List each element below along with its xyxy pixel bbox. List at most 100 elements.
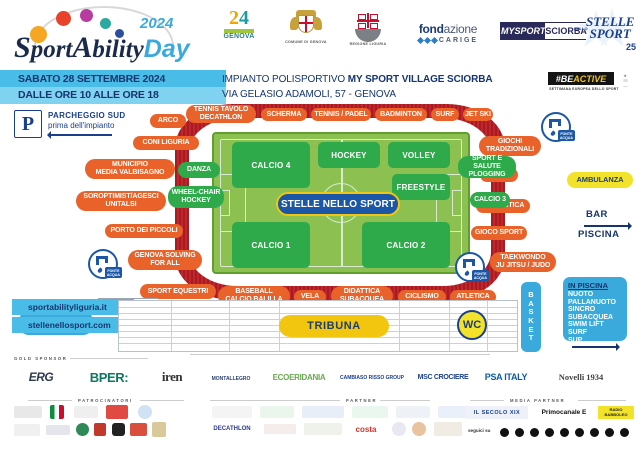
instagram-icon[interactable] bbox=[514, 428, 524, 437]
genova24-bar bbox=[224, 29, 254, 33]
pill-jet-ski[interactable]: JET SKI bbox=[463, 108, 493, 121]
stelle-nello-sport-badge: STELLE NELLO SPORT bbox=[276, 192, 400, 216]
logo-dot-magenta bbox=[80, 9, 93, 22]
logo-mysport-sciorba: MYSPORT SCIORBA bbox=[500, 22, 587, 46]
wc-marker[interactable]: WC bbox=[457, 310, 487, 340]
pill-soroptimist-agesci-unitalsi[interactable]: SOROPTIMIST/AGESCI UNITALSI bbox=[76, 191, 166, 211]
pitch-calcio-4[interactable]: CALCIO 4 bbox=[232, 142, 310, 188]
piscina-item: SINCRO bbox=[568, 306, 596, 314]
gold-sponsor-label: GOLD SPONSOR bbox=[14, 356, 68, 361]
pill-sport-equestri[interactable]: SPORT EQUESTRI bbox=[140, 284, 216, 299]
pitch-calcio-2[interactable]: CALCIO 2 bbox=[362, 222, 450, 268]
pill-wheel-chair-hockey[interactable]: WHEEL-CHAIR HOCKEY bbox=[168, 186, 224, 208]
patrocinatori-label: PATROCINATORI bbox=[78, 398, 133, 403]
venue-line: IMPIANTO POLISPORTIVO MY SPORT VILLAGE S… bbox=[222, 74, 493, 85]
patrocinatore-logo bbox=[74, 406, 98, 418]
partner-costa: costa bbox=[355, 424, 377, 434]
sponsor-cambiaso-risso: CAMBIASO RISSO GROUP bbox=[340, 375, 404, 381]
carige-diamond-icon bbox=[416, 36, 424, 45]
piscina-item: NUOTO bbox=[568, 291, 594, 298]
pitch-freestyle[interactable]: FREESTYLE bbox=[392, 174, 450, 200]
pill-genova-solving-for-all[interactable]: GENOVA SOLVING FOR ALL bbox=[128, 250, 202, 270]
logo-dot-teal bbox=[100, 18, 111, 29]
pill-ambulanza[interactable]: AMBULANZA bbox=[567, 172, 633, 188]
tribuna-label[interactable]: TRIBUNA bbox=[279, 315, 389, 337]
nav-arrow-icon bbox=[584, 221, 632, 230]
piscina-item: SUBACQUEA bbox=[568, 313, 614, 321]
patrocinatore-logo bbox=[94, 423, 106, 436]
parking-arrow-icon bbox=[47, 130, 112, 139]
sponsor-psa-italy: PSA ITALY bbox=[484, 372, 528, 382]
event-hours: DALLE ORE 10 ALLE ORE 18 bbox=[18, 89, 159, 101]
piscina-item: SURF bbox=[568, 328, 588, 336]
pill-taekwondo-jujitsu-judo[interactable]: TAEKWONDO JU JITSU / JUDO bbox=[490, 252, 556, 272]
field-goal-box-left bbox=[220, 190, 230, 216]
partner-logo bbox=[352, 406, 388, 418]
pill-badminton[interactable]: BADMINTON bbox=[375, 108, 427, 121]
partner-logo bbox=[396, 406, 430, 418]
piscina-item: PALLANUOTO bbox=[568, 298, 616, 306]
sponsor-novelli: Novelli 1934 bbox=[558, 372, 604, 382]
pitch-volley[interactable]: VOLLEY bbox=[388, 142, 450, 168]
patrocinatore-logo bbox=[14, 406, 42, 418]
partner-logo bbox=[434, 422, 462, 436]
partner-logo bbox=[264, 424, 296, 434]
info-band-bottom bbox=[0, 87, 226, 104]
sportability-day-logo: SportAbilityDay 2024 bbox=[8, 4, 198, 64]
logo-dot-red bbox=[56, 11, 71, 26]
partner-logo bbox=[392, 422, 406, 436]
pill-calcio-3[interactable]: CALCIO 3 bbox=[470, 192, 510, 208]
youtube-icon[interactable] bbox=[574, 428, 584, 437]
follow-label: seguici su bbox=[468, 428, 491, 433]
beactive-logo: #BEACTIVE SETTIMANA EUROPEA DELLO SPORT … bbox=[548, 72, 628, 91]
partner-label: PARTNER bbox=[346, 398, 378, 403]
media-partner-radio-babboleo: RADIO BABBOLEO bbox=[598, 406, 634, 419]
field-goal-box-right bbox=[452, 190, 462, 216]
pill-gioco-sport[interactable]: GIOCO SPORT bbox=[471, 226, 527, 240]
pill-tennis-padel[interactable]: TENNIS / PADEL bbox=[311, 108, 371, 121]
website-stellenellosport[interactable]: stellenellosport.com bbox=[12, 317, 134, 333]
pill-coni-liguria[interactable]: CONI LIGURIA bbox=[133, 136, 199, 150]
sponsor-footer: GOLD SPONSOR ERG BPER: iren MONTALLEGRO … bbox=[0, 352, 640, 452]
media-partner-secolo: IL SECOLO XIX bbox=[466, 406, 528, 419]
sponsor-ecoeridania: ECOERIDANIA bbox=[272, 372, 326, 382]
eu-flag-icon: ★≡≡— bbox=[623, 73, 628, 88]
whatsapp-icon[interactable] bbox=[619, 428, 629, 437]
pitch-calcio-1[interactable]: CALCIO 1 bbox=[232, 222, 310, 268]
facebook-icon[interactable] bbox=[500, 428, 509, 437]
pill-municipio-media-valbisagno[interactable]: MUNICIPIO MEDIA VALBISAGNO bbox=[85, 159, 175, 179]
partner-decathlon: DECATHLON bbox=[213, 426, 251, 432]
patrocinatore-logo bbox=[130, 423, 147, 436]
carige-diamond-icon bbox=[423, 36, 431, 45]
sponsor-erg: ERG bbox=[28, 370, 54, 384]
partner-logo bbox=[260, 406, 294, 418]
linkedin-icon[interactable] bbox=[544, 428, 554, 437]
telegram-icon[interactable] bbox=[604, 428, 614, 437]
x-twitter-icon[interactable] bbox=[529, 428, 539, 437]
website-sportabilityliguria[interactable]: sportabilityliguria.it bbox=[12, 299, 134, 315]
pill-giochi-tradizionali[interactable]: GIOCHI TRADIZIONALI bbox=[479, 136, 541, 156]
page-header: SportAbilityDay 2024 24 GENOVA COMUNE DI… bbox=[0, 0, 640, 68]
pill-arco[interactable]: ARCO bbox=[150, 114, 186, 128]
pill-danza[interactable]: DANZA bbox=[178, 162, 220, 178]
parking-subtitle: prima dell'impianto bbox=[48, 121, 115, 130]
pitch-hockey[interactable]: HOCKEY bbox=[318, 142, 380, 168]
partner-logo bbox=[302, 406, 344, 418]
pill-porto-dei-piccoli[interactable]: PORTO DEI PICCOLI bbox=[105, 224, 183, 238]
logo-year: 2024 bbox=[140, 15, 174, 32]
main-field: CALCIO 4 HOCKEY VOLLEY FREESTYLE CALCIO … bbox=[212, 132, 470, 274]
vimeo-icon[interactable] bbox=[589, 428, 599, 437]
website-leader-line bbox=[98, 298, 158, 299]
logo-dot-blue bbox=[115, 29, 124, 38]
patrocinatore-logo bbox=[14, 424, 40, 436]
piscina-activities-box[interactable]: IN PISCINA NUOTO PALLANUOTO SINCRO SUBAC… bbox=[563, 277, 627, 344]
pill-scherma[interactable]: SCHERMA bbox=[261, 108, 307, 121]
pill-sport-e-salute-plogging[interactable]: SPORT E SALUTE PLOGGING bbox=[458, 155, 516, 178]
pill-tennis-tavolo-decathlon[interactable]: TENNIS TAVOLO DECATHLON bbox=[186, 105, 256, 123]
pill-surf[interactable]: SURF bbox=[431, 108, 459, 121]
patrocinatore-logo bbox=[152, 422, 166, 437]
tiktok-icon[interactable] bbox=[559, 428, 569, 437]
patrocinatore-logo bbox=[76, 423, 89, 436]
